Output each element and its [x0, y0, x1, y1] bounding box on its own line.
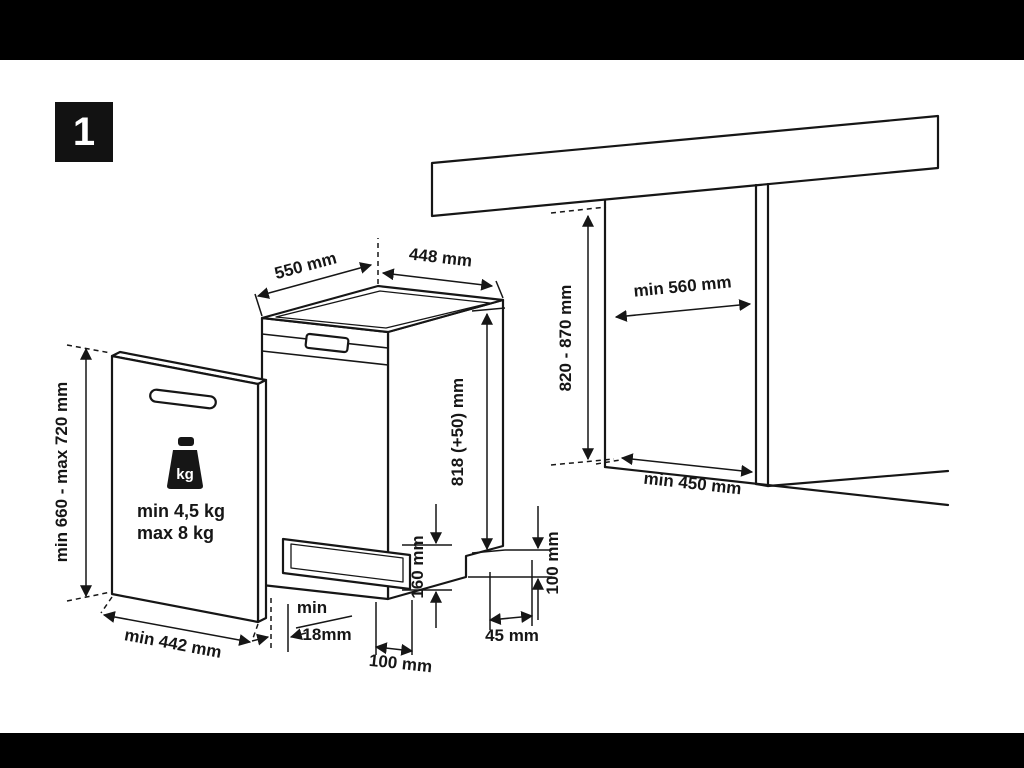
depth-label: 550 mm — [273, 248, 339, 283]
gap-min-label: min — [297, 598, 327, 617]
dishwasher — [260, 238, 505, 601]
dimension-niche-height-820-870 — [550, 206, 615, 466]
dimensions — [66, 206, 754, 656]
panel-weight-min-label: min 4,5 kg — [137, 501, 225, 521]
dimension-height-818 — [471, 307, 506, 554]
kick-height-label: 160 mm — [408, 535, 427, 598]
dimension-depth-550 — [254, 262, 373, 317]
dimension-niche-width-560 — [614, 299, 752, 322]
niche-depth-label: min 450 mm — [643, 469, 743, 499]
dimension-width-448 — [381, 268, 504, 299]
step-number: 1 — [72, 109, 96, 154]
dimension-kick-height-160 — [402, 504, 452, 628]
width-label: 448 mm — [408, 245, 473, 271]
weight-unit-label: kg — [176, 466, 194, 483]
bottom-letterbox-bar — [0, 733, 1024, 768]
step-number-badge: 1 — [55, 102, 113, 162]
panel-weight-max-label: max 8 kg — [137, 523, 214, 543]
dimension-panel-width-442 — [100, 596, 259, 646]
top-letterbox-bar — [0, 0, 1024, 60]
dimension-panel-height-660-720 — [66, 344, 112, 602]
dimension-gap-18 — [251, 598, 353, 652]
height-label: 818 (+50) mm — [448, 378, 467, 486]
control-panel-line-bottom — [261, 350, 389, 366]
dimension-niche-depth-450 — [595, 453, 754, 477]
door-handle — [304, 332, 350, 354]
gap-value-label: 18mm — [302, 625, 351, 644]
weight-icon: kg — [167, 437, 203, 489]
countertop — [430, 114, 940, 218]
panel-width-label: min 442 mm — [123, 625, 223, 662]
kick-depth-label: 100 mm — [368, 651, 433, 677]
panel-handle — [149, 388, 217, 410]
dishwasher-top-inset — [275, 290, 491, 329]
kick-plate-inner — [290, 543, 404, 583]
dimension-foot-inset-45 — [488, 560, 534, 630]
dimension-plinth-height-100 — [468, 506, 552, 620]
floor-back-edge — [766, 469, 950, 488]
panel-side-edge — [256, 378, 268, 624]
foot-inset-label: 45 mm — [485, 626, 539, 645]
panel-height-label: min 660 - max 720 mm — [52, 382, 71, 562]
niche-height-label: 820 - 870 mm — [556, 285, 575, 392]
plinth-height-label: 100 mm — [543, 531, 562, 594]
dimension-kick-depth-100 — [374, 600, 414, 656]
niche-width-label: min 560 mm — [633, 272, 733, 300]
cabinet-niche — [603, 182, 950, 507]
